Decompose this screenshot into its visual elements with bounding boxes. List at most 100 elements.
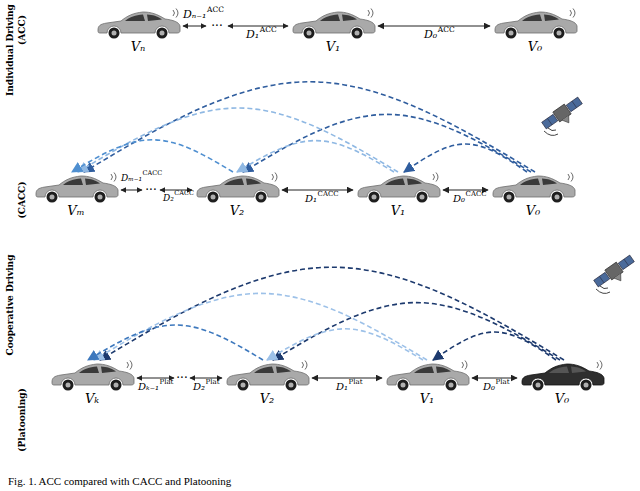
car-hub <box>50 195 55 200</box>
car-window <box>147 15 162 22</box>
wireless-symbol <box>371 9 373 18</box>
signal-waves <box>544 128 558 135</box>
distance-arrow <box>228 26 288 27</box>
car-illustration <box>519 360 605 391</box>
car-hub <box>289 383 294 388</box>
distance-label: D₀ <box>453 193 465 205</box>
distance-label: D₀ <box>424 29 437 42</box>
wireless-symbol <box>597 362 599 368</box>
car-window <box>385 179 405 186</box>
wireless-symbol <box>571 173 573 182</box>
vehicle-node: V₂ <box>224 360 310 407</box>
wireless-symbol <box>176 9 178 18</box>
wireless-symbol <box>573 9 575 18</box>
car-illustration <box>49 360 135 391</box>
car-hub <box>557 31 562 36</box>
car-wheel <box>208 192 219 203</box>
vehicle-node: V₀ <box>519 360 605 407</box>
car-window <box>407 179 422 186</box>
v2v-link <box>88 325 263 360</box>
wireless-symbol <box>436 173 438 182</box>
ellipsis: ··· <box>176 372 187 384</box>
car-hub <box>211 195 216 200</box>
car-window <box>246 179 261 186</box>
wireless-symbol <box>275 173 277 182</box>
distance-label: D₂ <box>163 193 174 203</box>
distance-arrow <box>282 190 353 191</box>
distance-superscript: Plat <box>496 378 510 386</box>
wireless-symbol <box>465 361 467 370</box>
vehicle-label: V₂ <box>230 203 245 219</box>
car-hub <box>98 195 103 200</box>
car-hub <box>307 31 312 36</box>
wireless-symbol <box>272 174 274 180</box>
car-wheel <box>109 28 120 39</box>
wireless-symbol <box>305 361 307 370</box>
car-window <box>63 179 83 186</box>
car-illustration <box>384 360 470 391</box>
wireless-symbol <box>600 361 602 370</box>
car-window <box>549 367 569 374</box>
vehicle-node: V₂ <box>194 172 280 219</box>
side-heading: Individual Driving <box>5 4 15 96</box>
distance-superscript: Plat <box>206 378 220 386</box>
car-window <box>125 15 145 22</box>
vehicle-node: V₁ <box>355 172 441 219</box>
vehicle-label: V₀ <box>528 39 543 55</box>
ellipsis: ··· <box>145 184 156 196</box>
car-window <box>544 15 559 22</box>
car-window <box>101 367 116 374</box>
v2v-link <box>72 140 233 172</box>
vehicle-node: Vₘ <box>33 172 119 219</box>
distance-arrows <box>121 26 288 378</box>
vehicle-label: V₁ <box>326 39 341 55</box>
car-wheel <box>304 28 315 39</box>
car-window <box>254 367 274 374</box>
side-heading: (CACC) <box>17 182 27 219</box>
car-wheel <box>238 380 249 391</box>
car-wheel <box>417 192 428 203</box>
satellite-icon <box>541 95 587 135</box>
vehicle-label: V₂ <box>260 391 275 407</box>
distance-label: D₁ <box>305 193 317 205</box>
ellipsis: ··· <box>211 20 222 32</box>
distance-label: D₂ <box>193 381 205 393</box>
car-wheel <box>256 192 267 203</box>
car-window <box>414 367 434 374</box>
car-window <box>571 367 586 374</box>
car-wheel <box>111 380 122 391</box>
car-wheel <box>552 192 563 203</box>
side-heading: (ACC) <box>17 15 27 45</box>
car-hub <box>114 383 119 388</box>
wireless-symbol <box>111 174 113 180</box>
distance-superscript: CACC <box>143 170 163 177</box>
v2v-link <box>100 267 564 360</box>
car-wheel <box>63 380 74 391</box>
wireless-symbol <box>173 10 175 16</box>
wireless-symbol <box>368 10 370 16</box>
distance-label: Dₘ₋₁ <box>121 173 142 183</box>
wireless-symbol <box>127 362 129 368</box>
wireless-symbol <box>433 174 435 180</box>
distance-superscript: CACC <box>318 190 339 198</box>
car-wheel <box>398 380 409 391</box>
car-hub <box>66 383 71 388</box>
wireless-symbol <box>130 361 132 370</box>
distance-arrow <box>121 190 142 191</box>
car-hub <box>507 195 512 200</box>
v2v-link <box>243 114 531 172</box>
car-wheel <box>95 192 106 203</box>
vehicle-node: V₀ <box>492 8 578 55</box>
distance-arrow <box>312 378 382 379</box>
car-window <box>520 179 540 186</box>
distance-superscript: Plat <box>159 378 173 386</box>
car-illustration <box>95 8 181 39</box>
distance-superscript: ACC <box>260 26 277 35</box>
distance-superscript: ACC <box>207 6 224 15</box>
distance-label: Dₙ₋₁ <box>183 9 207 22</box>
car-window <box>542 179 557 186</box>
vehicle-label: Vₙ <box>131 39 146 55</box>
car-window <box>436 367 451 374</box>
